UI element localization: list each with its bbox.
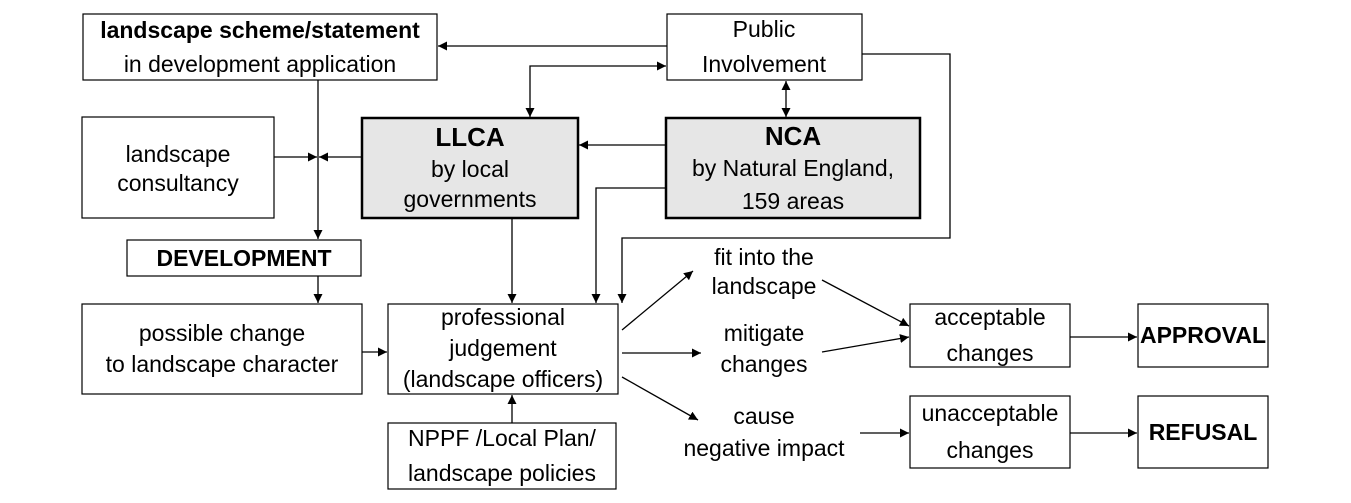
nca-title: NCA <box>765 121 822 151</box>
approval-box: APPROVAL <box>1137 303 1269 368</box>
arrow-judgement-to-fit <box>621 270 694 331</box>
edge-label-cause-line1: cause <box>733 403 794 429</box>
refusal-label: REFUSAL <box>1149 419 1258 445</box>
edge-label-mitigate: mitigate changes <box>721 320 808 377</box>
policies-box: NPPF /Local Plan/ landscape policies <box>387 422 617 490</box>
unacceptable-changes-line1: unacceptable <box>922 400 1059 426</box>
public-involvement-line2: Involvement <box>702 51 827 77</box>
arrow-fit-to-acceptable <box>821 279 910 327</box>
edge-label-cause: cause negative impact <box>683 403 845 461</box>
professional-judgement-line1: professional <box>441 304 565 330</box>
llca-line2: by local <box>431 156 509 182</box>
arrow-nca-to-judgement <box>591 187 666 303</box>
landscape-scheme-subtitle: in development application <box>124 51 396 77</box>
nca-line3: 159 areas <box>742 188 844 214</box>
possible-change-box: possible change to landscape character <box>81 303 363 395</box>
edge-label-cause-line2: negative impact <box>683 435 845 461</box>
edge-label-fit-line1: fit into the <box>714 244 814 270</box>
edge-label-mitigate-line2: changes <box>721 351 808 377</box>
llca-title: LLCA <box>435 122 505 152</box>
arrow-public-llca <box>525 61 666 117</box>
unacceptable-changes-box: unacceptable changes <box>909 395 1071 469</box>
landscape-scheme-box: landscape scheme/statement in developmen… <box>82 13 438 81</box>
professional-judgement-line3: (landscape officers) <box>403 366 603 392</box>
approval-label: APPROVAL <box>1140 322 1266 348</box>
development-box: DEVELOPMENT <box>126 239 362 277</box>
development-label: DEVELOPMENT <box>156 245 331 271</box>
possible-change-line2: to landscape character <box>106 351 339 377</box>
acceptable-changes-line2: changes <box>947 340 1034 366</box>
public-involvement-box: Public Involvement <box>666 13 863 81</box>
landscape-scheme-title: landscape scheme/statement <box>100 17 420 43</box>
acceptable-changes-box: acceptable changes <box>909 303 1071 368</box>
edge-label-mitigate-line1: mitigate <box>724 320 805 346</box>
unacceptable-changes-line2: changes <box>947 437 1034 463</box>
refusal-box: REFUSAL <box>1137 395 1269 469</box>
professional-judgement-line2: judgement <box>448 335 557 361</box>
edge-label-fit-line2: landscape <box>712 273 817 299</box>
policies-line2: landscape policies <box>408 460 596 486</box>
possible-change-line1: possible change <box>139 320 305 346</box>
arrow-public-to-judgement <box>617 53 951 303</box>
professional-judgement-box: professional judgement (landscape office… <box>387 303 619 395</box>
landscape-consultancy-box: landscape consultancy <box>81 116 275 219</box>
landscape-consultancy-line1: landscape <box>126 141 231 167</box>
arrow-mitigate-to-acceptable <box>821 334 910 353</box>
edge-label-fit: fit into the landscape <box>712 244 817 299</box>
acceptable-changes-line1: acceptable <box>934 304 1045 330</box>
nca-line2: by Natural England, <box>692 155 894 181</box>
landscape-consultancy-line2: consultancy <box>117 170 239 196</box>
llca-box: LLCA by local governments <box>360 116 580 220</box>
policies-line1: NPPF /Local Plan/ <box>408 425 597 451</box>
public-involvement-line1: Public <box>733 16 796 42</box>
connectors <box>274 41 1137 438</box>
nca-box: NCA by Natural England, 159 areas <box>664 116 922 220</box>
arrow-judgement-to-cause <box>621 376 699 421</box>
llca-line3: governments <box>404 186 537 212</box>
